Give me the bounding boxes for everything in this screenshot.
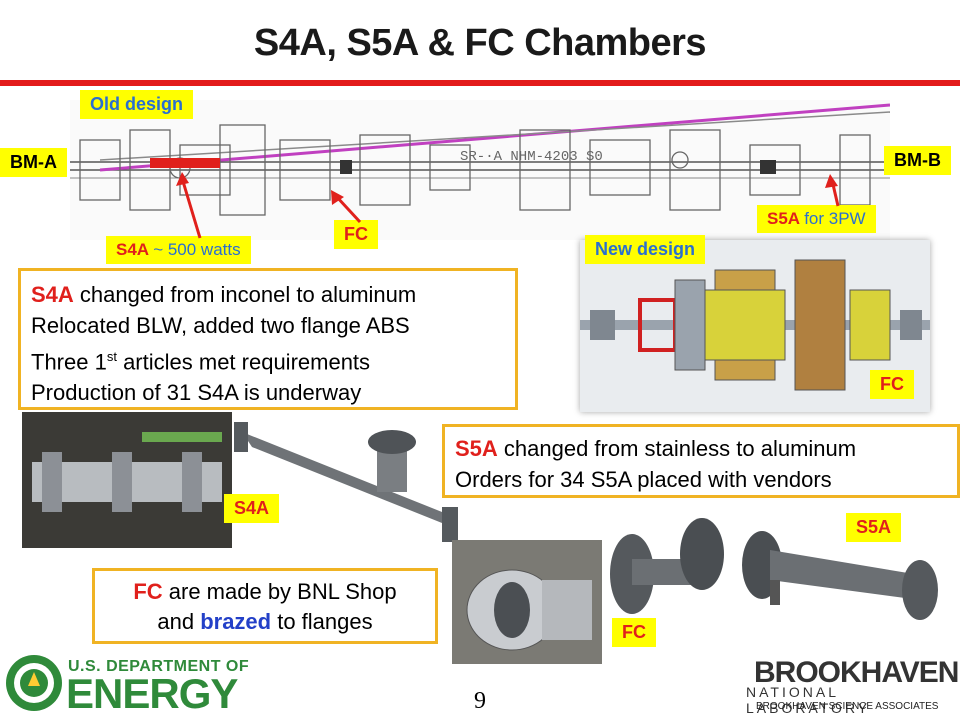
s5a-line-1: S5A changed from stainless to aluminum [455, 436, 857, 461]
s4a-photo [22, 412, 234, 548]
drawing-id-text: SR-·A NHM-4203 S0 [460, 149, 603, 165]
s4a-info-box: S4A changed from inconel to aluminum Rel… [18, 268, 518, 410]
old-design-label: Old design [80, 90, 194, 119]
s4a-line-1: S4A changed from inconel to aluminum [31, 282, 417, 307]
bnl-logo-bottom: NATIONAL LABORATORY [746, 684, 871, 716]
s4a-line-2: Relocated BLW, added two flange ABS [31, 313, 410, 338]
s4a-photo-label: S4A [224, 494, 280, 523]
page-title: S4A, S5A & FC Chambers [253, 22, 707, 64]
s4a-line-3: Three 1st articles met requirements [31, 349, 371, 375]
s5a-info-box: S5A changed from stainless to aluminum O… [442, 424, 960, 498]
new-design-label: New design [585, 235, 706, 264]
s5a-model-render [740, 520, 940, 624]
fc-photo [452, 540, 602, 664]
s5a-photo-label: S5A [846, 513, 902, 542]
s5a-line-2: Orders for 34 S5A placed with vendors [455, 467, 832, 492]
bnl-associates-text: BROOKHAVEN SCIENCE ASSOCIATES [756, 701, 939, 712]
doe-seal-logo [6, 655, 62, 711]
s4a-model-render [232, 412, 464, 552]
doe-bottom-text: ENERGY [66, 670, 238, 717]
new-design-drawing [580, 240, 930, 412]
fc-line-1: FC are made by BNL Shop [133, 579, 397, 604]
bm-a-label: BM-A [0, 148, 67, 177]
old-design-beamline-drawing: SR-·A NHM-4203 S0 [70, 100, 890, 240]
fc-model-render [604, 514, 734, 624]
title-rule [0, 80, 960, 86]
fc-new-design-label: FC [870, 370, 914, 399]
callout-arrows [176, 172, 840, 239]
s5a-callout-label: S5A for 3PW [757, 205, 876, 233]
fc-info-box: FC are made by BNL Shop and brazed to fl… [92, 568, 438, 644]
page-number: 9 [474, 688, 486, 714]
s4a-line-4: Production of 31 S4A is underway [31, 380, 362, 406]
fc-callout-label: FC [334, 220, 378, 249]
bm-b-label: BM-B [884, 146, 951, 175]
fc-line-2: and brazed to flanges [157, 609, 373, 634]
fc-photo-label: FC [612, 618, 656, 647]
s4a-callout-label: S4A ~ 500 watts [106, 236, 251, 264]
doe-top-text: U.S. DEPARTMENT OF [68, 658, 250, 675]
bnl-logo-top: BROOKHAVEN [754, 656, 959, 689]
